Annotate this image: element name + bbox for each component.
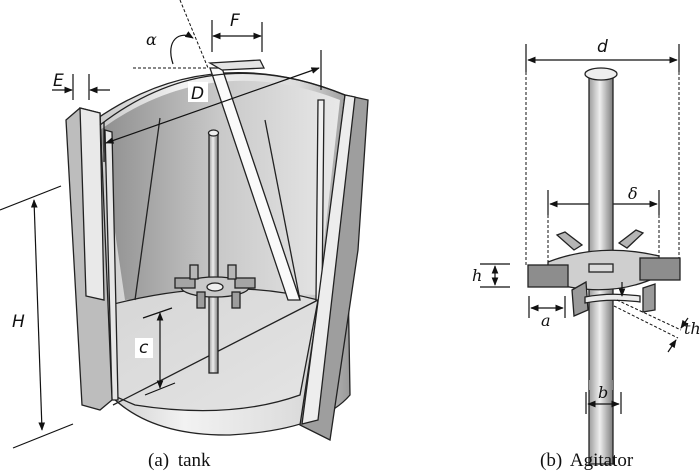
h-ext-top <box>0 185 62 211</box>
label-blade-a: a <box>541 311 551 330</box>
caption-tank-prefix: (a) <box>148 450 169 471</box>
caption-agitator-text: Agitator <box>570 450 634 471</box>
label-th: th <box>684 319 700 338</box>
label-d-bg <box>188 82 208 102</box>
agitator-shaft-top <box>584 67 618 81</box>
label-e: E <box>53 71 64 91</box>
label-blade-h: h <box>472 266 482 285</box>
alpha-arc <box>170 31 194 65</box>
label-f: F <box>230 11 240 31</box>
baffle-edges <box>134 117 301 301</box>
agitator-impeller <box>527 229 681 317</box>
label-c-bg <box>135 338 153 358</box>
blade-right <box>639 257 681 281</box>
th-arrow-bottom <box>667 339 677 353</box>
blade-back-right <box>617 229 645 249</box>
impeller-hub-ring <box>584 293 641 304</box>
impeller-hub <box>588 263 614 273</box>
caption-tank-text: tank <box>178 450 211 471</box>
d-dimension <box>105 67 320 144</box>
tank-inner-wall <box>100 80 340 300</box>
baffle-right-face <box>301 94 356 425</box>
caption-agitator-prefix: (b) <box>540 450 562 471</box>
alpha-baffle-ref <box>179 0 209 69</box>
c-ext-bottom <box>144 382 176 396</box>
tank-impeller <box>174 264 256 309</box>
baffle-left-face <box>79 107 105 301</box>
tank-shaft <box>208 132 219 374</box>
caption-tank: (a) tank <box>148 450 211 471</box>
tank-drawing: α F E D H c (a) tank <box>0 0 369 471</box>
th-ext-line-2 <box>613 305 679 339</box>
tank-shaft-top <box>207 129 220 137</box>
label-shaft-b: b <box>598 383 608 402</box>
label-alpha: α <box>146 30 157 49</box>
label-h: H <box>12 312 25 332</box>
h-dimension <box>30 199 46 431</box>
blade-front-left <box>571 280 589 317</box>
caption-agitator: (b) Agitator <box>540 450 634 471</box>
blade-back-left <box>555 231 584 251</box>
agitator-drawing: d δ h <box>472 37 700 471</box>
blade-front-right <box>642 283 656 313</box>
label-tank-d: D <box>191 84 204 104</box>
h-ext-bottom <box>12 423 74 449</box>
label-agitator-d: d <box>597 37 608 57</box>
label-delta: δ <box>628 184 638 203</box>
label-c: c <box>139 338 149 358</box>
th-arrow-top <box>680 317 689 329</box>
th-ext-line-1 <box>616 299 682 331</box>
blade-left <box>527 264 569 288</box>
